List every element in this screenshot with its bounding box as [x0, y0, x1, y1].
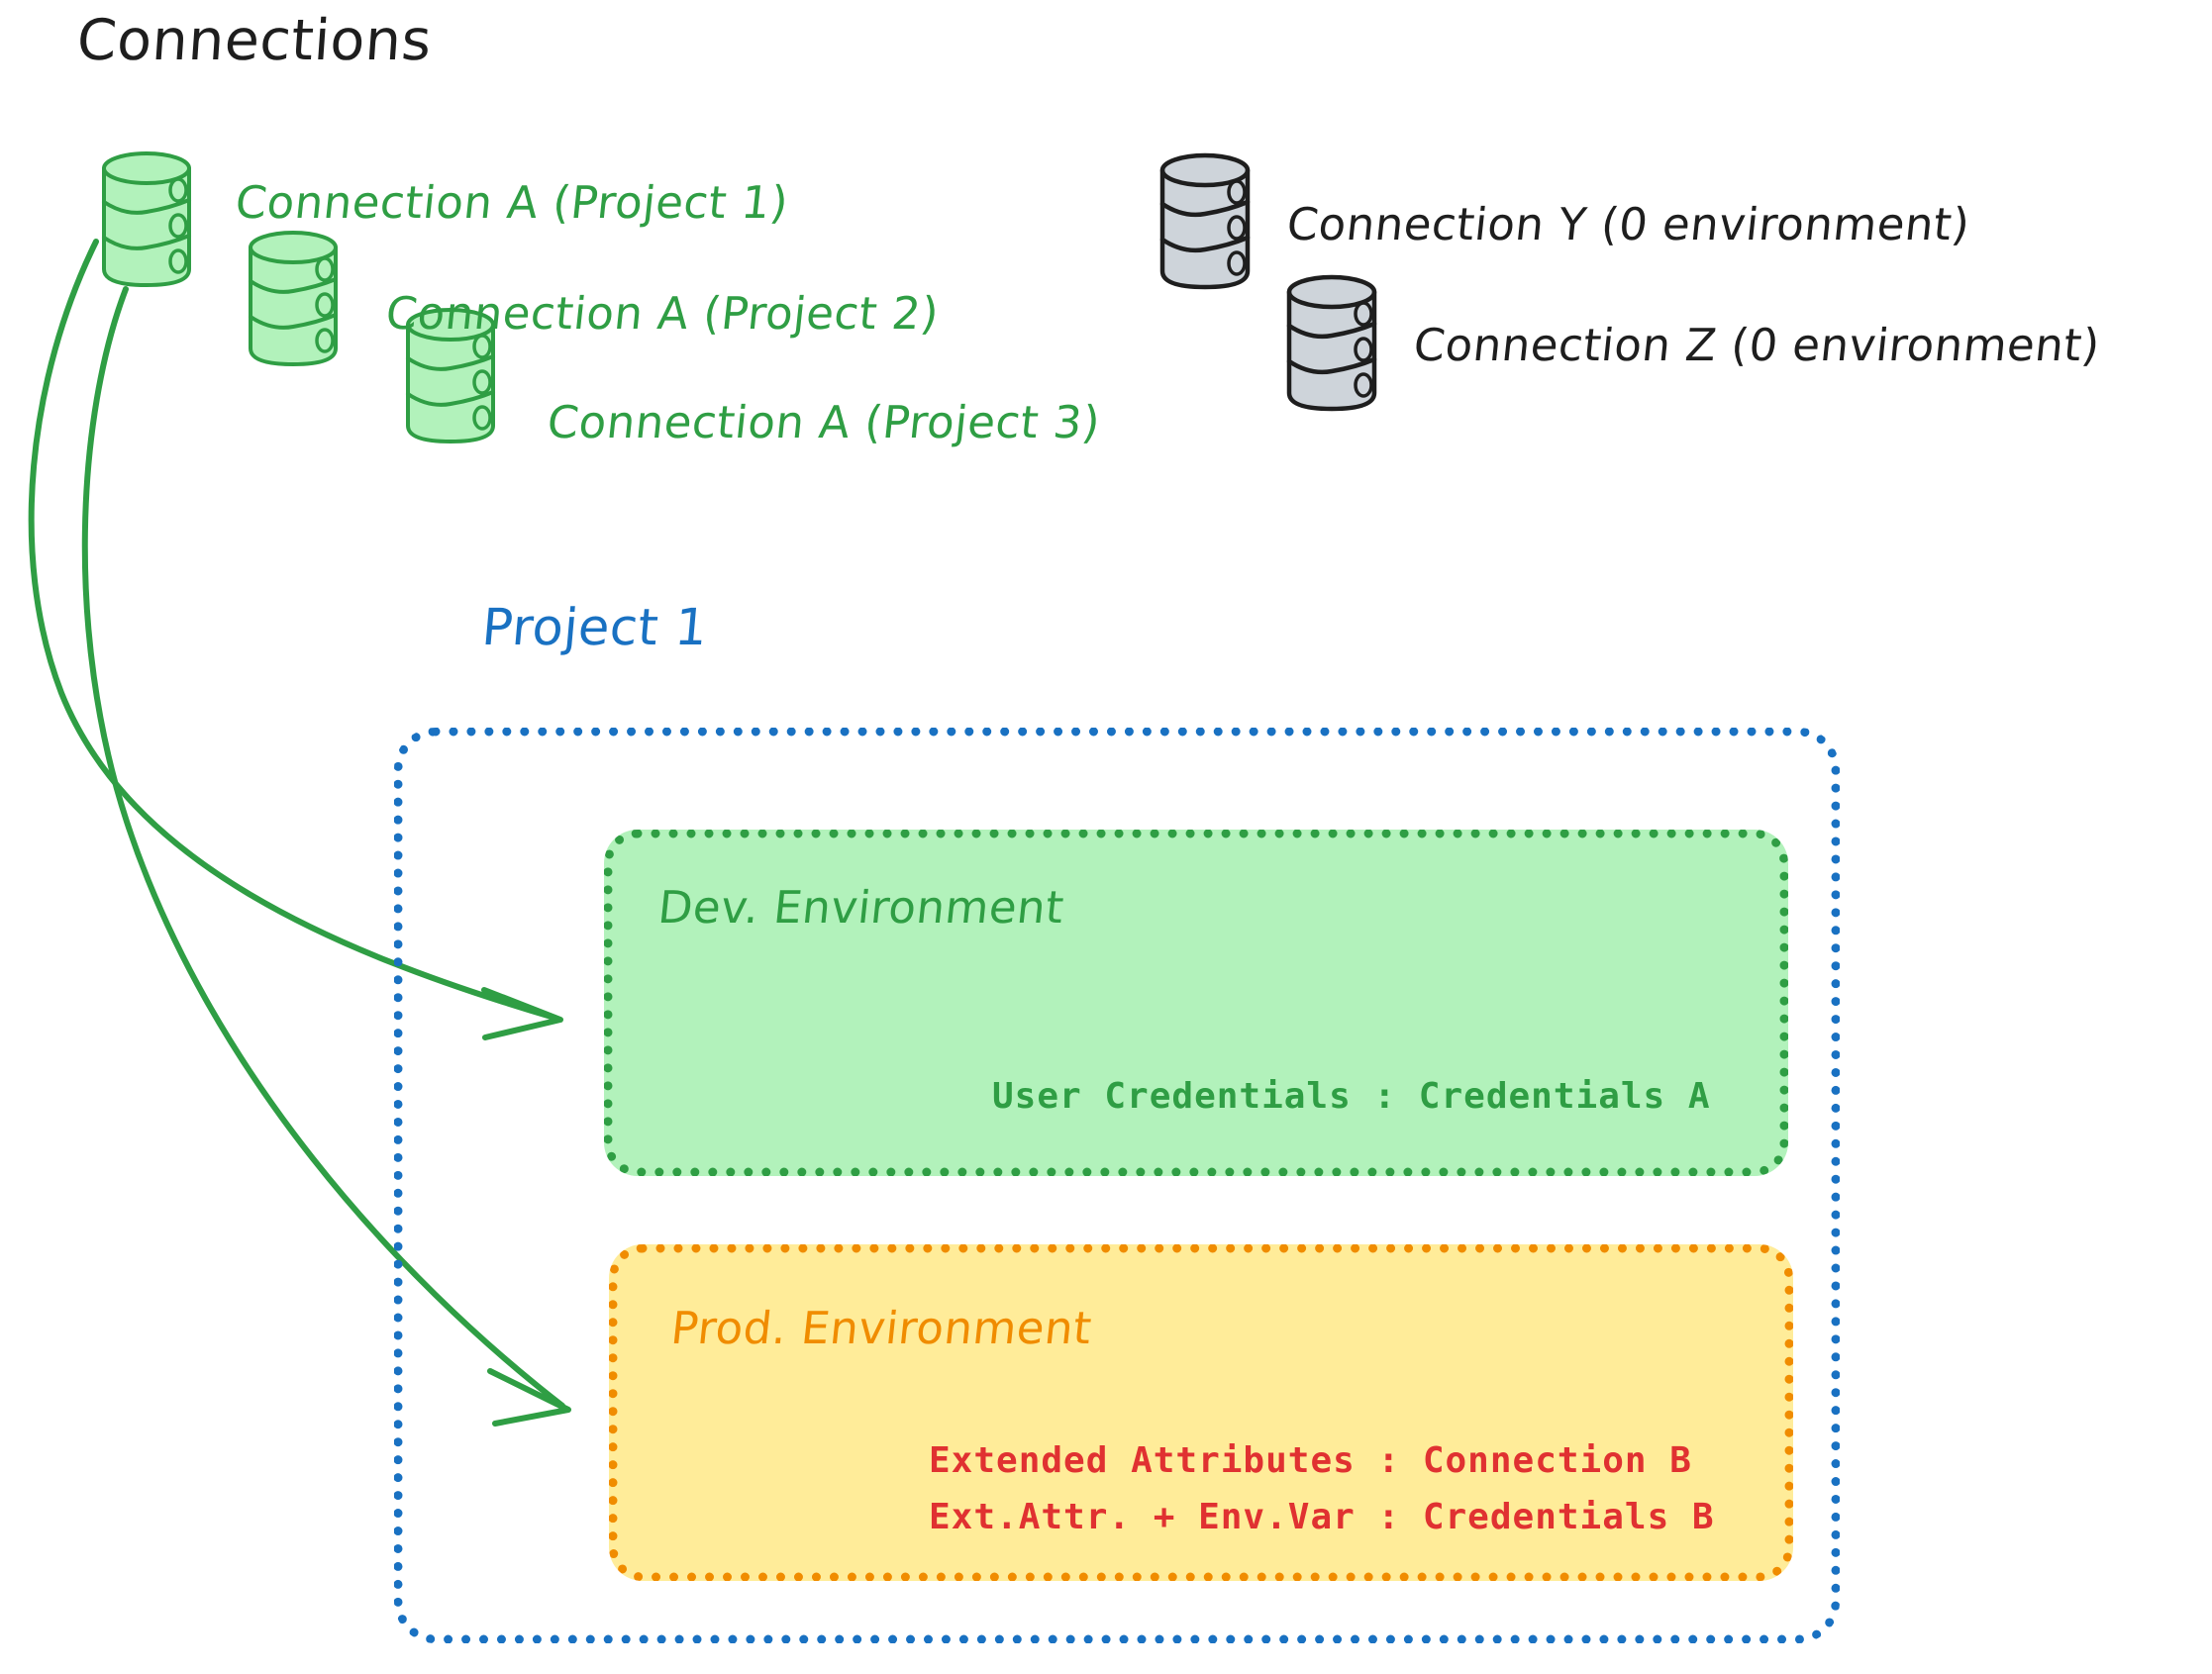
dev-environment-box	[604, 830, 1788, 1176]
prod-environment-title: Prod. Environment	[668, 1302, 1095, 1354]
connection-label-a-project-3: Connection A (Project 3)	[545, 396, 1103, 448]
database-icon-connection-y	[1159, 152, 1251, 290]
connection-label-z: Connection Z (0 environment)	[1411, 319, 2103, 371]
prod-environment-envvar-line: Ext.Attr. + Env.Var : Credentials B	[929, 1497, 1715, 1537]
prod-environment-box	[609, 1244, 1793, 1581]
dev-environment-credentials-line: User Credentials : Credentials A	[992, 1076, 1711, 1117]
prod-environment-attributes-line: Extended Attributes : Connection B	[929, 1440, 1692, 1481]
database-icon-connection-a-project-2	[249, 231, 338, 367]
database-icon-connection-z	[1286, 274, 1377, 412]
dev-environment-title: Dev. Environment	[655, 881, 1067, 934]
connection-label-a-project-1: Connection A (Project 1)	[233, 176, 791, 229]
project-label: Project 1	[479, 599, 711, 657]
page-title: Connections	[74, 8, 435, 73]
connection-label-a-project-2: Connection A (Project 2)	[383, 287, 942, 340]
connection-label-y: Connection Y (0 environment)	[1284, 198, 1973, 250]
project-1-container	[394, 728, 1840, 1643]
database-icon-connection-a-project-1	[102, 151, 191, 288]
